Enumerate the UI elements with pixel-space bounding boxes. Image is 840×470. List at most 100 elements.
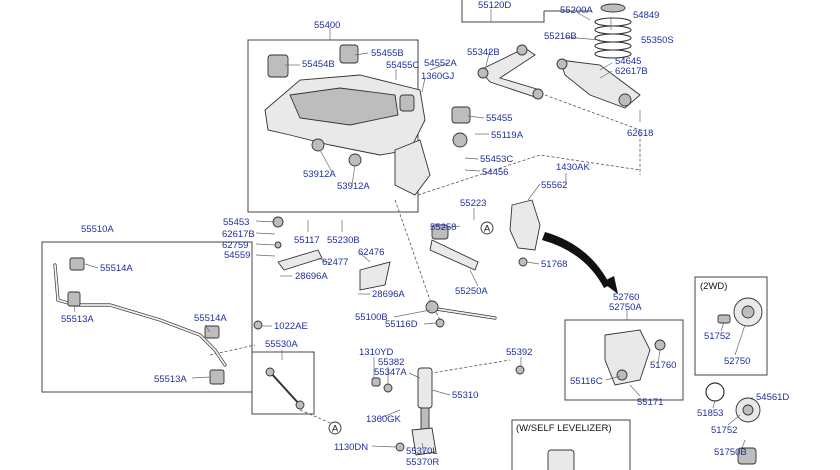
part-label-55116C: 55116C: [570, 376, 603, 387]
part-label-55454B: 55454B: [302, 59, 335, 70]
part-label-51768: 51768: [541, 259, 567, 270]
part-label-1130DN: 1130DN: [334, 442, 368, 453]
part-label-55342B: 55342B: [467, 47, 500, 58]
part-label-55200A: 55200A: [560, 5, 593, 16]
part-number-labels: 55120D 55200A 54849 55400 55216B 55350S …: [61, 0, 789, 468]
part-label-1360GK: 1360GK: [366, 414, 402, 425]
stabilizer-link: [253, 320, 305, 410]
part-label-55453: 55453: [223, 217, 249, 228]
callout-a-upper-text: A: [484, 224, 491, 235]
part-label-54849: 54849: [633, 10, 659, 21]
part-label-55513A-bottom: 55513A: [154, 374, 187, 385]
part-label-55510A: 55510A: [81, 224, 114, 235]
part-label-55562: 55562: [541, 180, 567, 191]
guide-line-4: [419, 359, 511, 376]
part-label-62618: 62618: [627, 128, 653, 139]
part-label-55392: 55392: [506, 347, 532, 358]
part-label-55310: 55310: [452, 390, 478, 401]
part-label-54645: 54645: [615, 56, 641, 67]
self-levelizer-part: [547, 449, 575, 470]
part-label-28696A-right: 28696A: [372, 289, 405, 300]
part-label-55350S: 55350S: [641, 35, 674, 46]
part-label-55513A-top: 55513A: [61, 314, 94, 325]
part-label-62476: 62476: [358, 247, 384, 258]
knuckle-upper: [509, 199, 541, 267]
part-label-52760: 52760: [613, 292, 639, 303]
part-label-51752-lower: 51752: [711, 425, 737, 436]
part-label-55119A: 55119A: [491, 130, 524, 141]
callout-a-upper: A: [480, 221, 494, 235]
callout-a-lower-text: A: [332, 424, 339, 435]
part-label-1310YD: 1310YD: [359, 347, 393, 358]
hub-2wd-box: [694, 276, 768, 376]
part-label-55100B: 55100B: [355, 312, 388, 323]
part-label-55171: 55171: [637, 397, 663, 408]
part-label-55223: 55223: [460, 198, 486, 209]
direction-arrowhead: [602, 276, 618, 294]
guide-line-2: [544, 94, 641, 175]
part-label-54456: 54456: [482, 167, 508, 178]
shock-absorber: [371, 365, 525, 456]
lateral-arm: [425, 300, 497, 328]
part-label-53912A-right: 53912A: [337, 181, 370, 192]
header-self-levelizer: (W/SELF LEVELIZER): [516, 423, 612, 434]
knuckle-group-box: [564, 319, 684, 401]
guide-line-3: [394, 199, 441, 321]
upper-arm-assembly: [477, 44, 544, 100]
part-label-55230B: 55230B: [327, 235, 360, 246]
part-label-52750A: 52750A: [609, 302, 642, 313]
part-label-55258: 55258: [430, 222, 456, 233]
direction-arrow: [542, 232, 610, 288]
hub-bearing-lower: [705, 382, 761, 465]
stabilizer-bar: [53, 257, 227, 385]
part-label-55453C: 55453C: [480, 154, 513, 165]
part-label-62759: 62759: [222, 240, 248, 251]
part-label-51752-2wd: 51752: [704, 331, 730, 342]
hub-bearing-2wd: [717, 297, 763, 327]
part-label-55455B: 55455B: [371, 48, 404, 59]
part-label-51853: 51853: [697, 408, 723, 419]
part-label-1360GJ: 1360GJ: [421, 71, 455, 82]
part-label-55400: 55400: [314, 20, 340, 31]
lower-arm-assembly: [556, 58, 641, 109]
leader-lines: [73, 9, 753, 456]
part-label-51750B: 51750B: [714, 447, 747, 458]
part-label-55370L: 55370L: [406, 446, 438, 457]
coil-spring: [594, 3, 632, 59]
part-label-62617B-top: 62617B: [615, 66, 648, 77]
upper-arm-group-box: [461, 0, 463, 11]
part-label-55116D: 55116D: [385, 319, 418, 330]
part-label-55514A-bottom: 55514A: [194, 313, 227, 324]
stabilizer-group-box: [41, 241, 253, 393]
part-label-1430AK: 1430AK: [556, 162, 590, 173]
guide-line-1: [417, 154, 641, 196]
callout-a-lower: A: [328, 421, 342, 435]
knuckle-lower: [604, 329, 666, 386]
upper-arm-bracket: [461, 11, 545, 23]
part-label-54559: 54559: [224, 250, 250, 261]
part-label-55117: 55117: [294, 235, 320, 246]
part-label-55216B: 55216B: [544, 31, 577, 42]
part-label-55120D: 55120D: [478, 0, 511, 11]
crossmember-assembly: [264, 44, 471, 196]
part-label-55455C: 55455C: [386, 60, 419, 71]
part-label-55455: 55455: [486, 113, 512, 124]
link-group-box: [251, 351, 315, 415]
part-label-62477: 62477: [322, 257, 348, 268]
part-label-28696A-left: 28696A: [295, 271, 328, 282]
assist-arm: [429, 224, 479, 271]
part-label-55347A: 55347A: [374, 367, 407, 378]
header-2wd: (2WD): [700, 281, 727, 292]
part-label-55530A: 55530A: [265, 339, 298, 350]
guide-line-6: [299, 409, 336, 426]
part-label-55382: 55382: [378, 357, 404, 368]
part-label-55370R: 55370R: [406, 457, 439, 468]
part-label-51760: 51760: [650, 360, 676, 371]
part-label-54552A: 54552A: [424, 58, 457, 69]
part-label-52750: 52750: [724, 356, 750, 367]
part-label-53912A-left: 53912A: [303, 169, 336, 180]
part-label-1022AE: 1022AE: [274, 321, 308, 332]
part-label-62617B-mid: 62617B: [222, 229, 255, 240]
part-label-55514A-top: 55514A: [100, 263, 133, 274]
